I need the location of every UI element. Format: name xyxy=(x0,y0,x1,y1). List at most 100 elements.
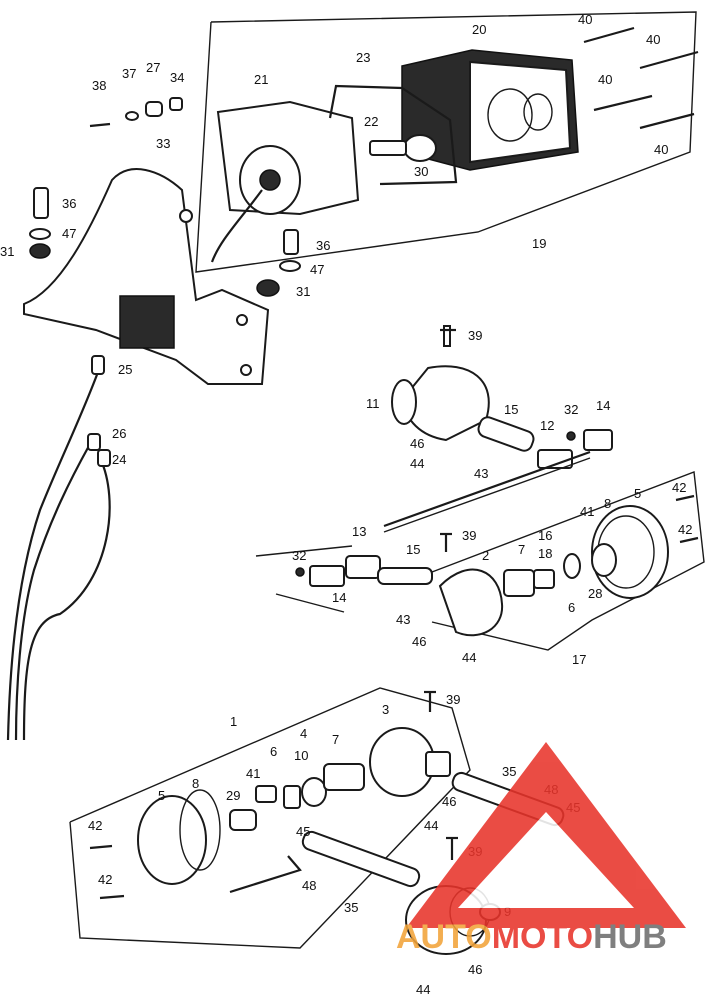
label-1: 1 xyxy=(230,714,237,729)
bolts-39 xyxy=(424,532,458,860)
label-44-c: 44 xyxy=(424,818,438,833)
label-27: 27 xyxy=(146,60,160,75)
label-44-d: 44 xyxy=(416,982,430,997)
label-31-a: 31 xyxy=(0,244,14,259)
rod-35-lower xyxy=(229,830,421,894)
watermark-word-hub: HUB xyxy=(593,918,667,956)
label-18: 18 xyxy=(538,546,552,561)
label-46-b: 46 xyxy=(412,634,426,649)
turn-signal-right xyxy=(438,505,669,637)
label-12: 12 xyxy=(540,418,554,433)
label-47-b: 47 xyxy=(310,262,324,277)
label-26: 26 xyxy=(112,426,126,441)
label-36-b: 36 xyxy=(316,238,330,253)
label-40-b: 40 xyxy=(646,32,660,47)
label-44-a: 44 xyxy=(410,456,424,471)
small-hardware-top xyxy=(89,97,183,128)
label-46-a: 46 xyxy=(410,436,424,451)
watermark-word-moto: MOTO xyxy=(492,918,593,956)
label-6-b: 6 xyxy=(270,744,277,759)
wire-harness-left xyxy=(6,355,111,741)
wire-harness-23 xyxy=(328,84,458,186)
label-46-d: 46 xyxy=(468,962,482,977)
label-43-a: 43 xyxy=(474,466,488,481)
label-40-a: 40 xyxy=(578,12,592,27)
label-28: 28 xyxy=(588,586,602,601)
long-rod xyxy=(383,450,591,533)
bracket-fasteners-mid xyxy=(256,229,301,297)
label-19: 19 xyxy=(532,236,546,251)
label-17: 17 xyxy=(572,652,586,667)
label-21: 21 xyxy=(254,72,268,87)
label-33: 33 xyxy=(156,136,170,151)
label-10: 10 xyxy=(294,748,308,763)
label-5-b: 5 xyxy=(158,788,165,803)
label-41-b: 41 xyxy=(246,766,260,781)
label-47-a: 47 xyxy=(62,226,76,241)
label-23: 23 xyxy=(356,50,370,65)
label-7-b: 7 xyxy=(332,732,339,747)
screws-42-right xyxy=(675,494,699,544)
label-5-a: 5 xyxy=(634,486,641,501)
label-32-b: 32 xyxy=(292,548,306,563)
label-42-d: 42 xyxy=(98,872,112,887)
watermark-triangle-inner xyxy=(458,812,634,908)
label-25: 25 xyxy=(118,362,132,377)
label-48-b: 48 xyxy=(302,878,316,893)
label-36-a: 36 xyxy=(62,196,76,211)
label-24: 24 xyxy=(112,452,126,467)
label-35-a: 35 xyxy=(502,764,516,779)
label-39-c: 39 xyxy=(446,692,460,707)
label-44-b: 44 xyxy=(462,650,476,665)
screws-42-left xyxy=(89,844,125,900)
tail-light-bulb xyxy=(369,134,437,162)
label-46-c: 46 xyxy=(442,794,456,809)
label-7-a: 7 xyxy=(518,542,525,557)
label-22: 22 xyxy=(364,114,378,129)
assembly-outline-1 xyxy=(69,687,471,949)
label-42-a: 42 xyxy=(672,480,686,495)
svg-text:AUTOMOTOHUB: AUTOMOTOHUB xyxy=(396,918,667,956)
label-16: 16 xyxy=(538,528,552,543)
label-43-b: 43 xyxy=(396,612,410,627)
turn-signal-stem-15 xyxy=(477,416,613,469)
label-14-a: 14 xyxy=(596,398,610,413)
label-30: 30 xyxy=(414,164,428,179)
label-8-b: 8 xyxy=(192,776,199,791)
label-40-c: 40 xyxy=(598,72,612,87)
label-37: 37 xyxy=(122,66,136,81)
label-11: 11 xyxy=(366,396,380,411)
label-13: 13 xyxy=(352,524,366,539)
tail-light-housing xyxy=(210,100,360,263)
assembly-outline-19 xyxy=(195,11,697,273)
turn-signal-upper xyxy=(391,325,490,442)
bolts-40 xyxy=(583,26,699,130)
turn-signal-stem-13 xyxy=(255,545,433,613)
license-plate-bracket xyxy=(23,168,270,385)
label-4: 4 xyxy=(300,726,307,741)
label-39-b: 39 xyxy=(462,528,476,543)
label-41-a: 41 xyxy=(580,504,594,519)
watermark-word-auto: AUTO xyxy=(396,918,492,956)
label-29: 29 xyxy=(226,788,240,803)
tail-light-lens xyxy=(401,49,579,171)
bracket-fasteners-left xyxy=(29,187,51,259)
turn-signal-lower xyxy=(137,727,451,885)
label-15-b: 15 xyxy=(406,542,420,557)
label-15-a: 15 xyxy=(504,402,518,417)
label-32-a: 32 xyxy=(564,402,578,417)
label-31-b: 31 xyxy=(296,284,310,299)
label-2: 2 xyxy=(482,548,489,563)
automotohub-watermark: AUTOMOTOHUB xyxy=(396,742,686,956)
label-45-b: 45 xyxy=(296,824,310,839)
label-6-a: 6 xyxy=(568,600,575,615)
label-42-c: 42 xyxy=(88,818,102,833)
label-20: 20 xyxy=(472,22,486,37)
label-8-a: 8 xyxy=(604,496,611,511)
label-38: 38 xyxy=(92,78,106,93)
label-34: 34 xyxy=(170,70,184,85)
label-35-b: 35 xyxy=(344,900,358,915)
label-39-a: 39 xyxy=(468,328,482,343)
label-40-d: 40 xyxy=(654,142,668,157)
